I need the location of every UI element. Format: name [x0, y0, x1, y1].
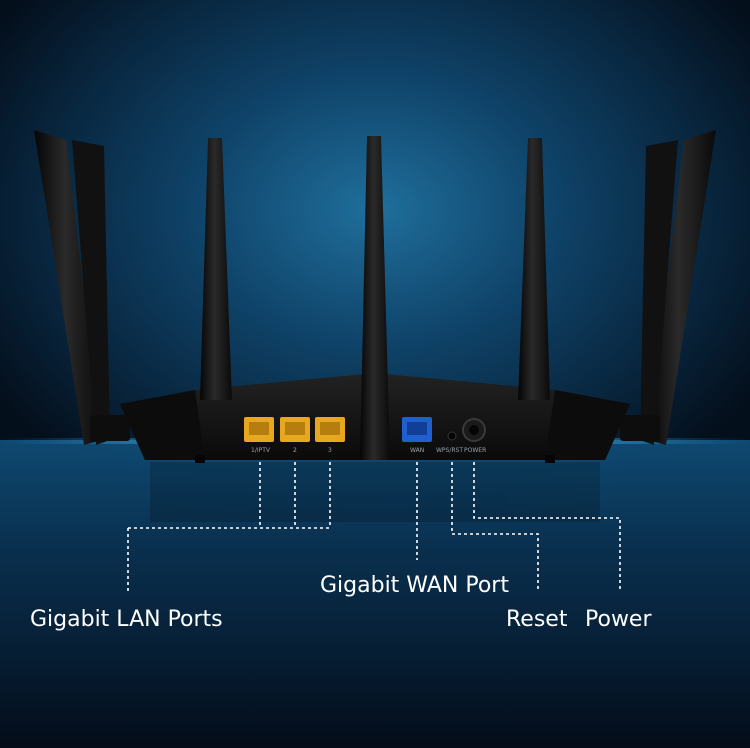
port-label-lan3: 3 [328, 447, 332, 454]
power-label: Power [585, 607, 652, 632]
wan-port [402, 417, 432, 442]
reflective-floor [0, 440, 750, 748]
callout-lines [127, 462, 621, 592]
router-reflection [150, 462, 600, 522]
left-side-antennas [34, 130, 130, 445]
port-label-reset: WPS/RST [436, 447, 463, 454]
lan-ports-label: Gigabit LAN Ports [30, 607, 223, 632]
port-label-lan2: 2 [293, 447, 297, 454]
wan-port-label: Gigabit WAN Port [320, 573, 509, 598]
port-label-lan1: 1/IPTV [251, 447, 271, 454]
lan-port-3 [315, 417, 345, 442]
lan-port-2 [280, 417, 310, 442]
port-label-wan: WAN [410, 447, 424, 454]
reset-button [447, 431, 457, 441]
lan-port-1 [244, 417, 274, 442]
port-label-power: POWER [464, 447, 486, 454]
power-jack [462, 418, 486, 442]
center-antennas [200, 136, 550, 460]
right-side-antennas [620, 130, 716, 445]
reset-label: Reset [506, 607, 568, 632]
